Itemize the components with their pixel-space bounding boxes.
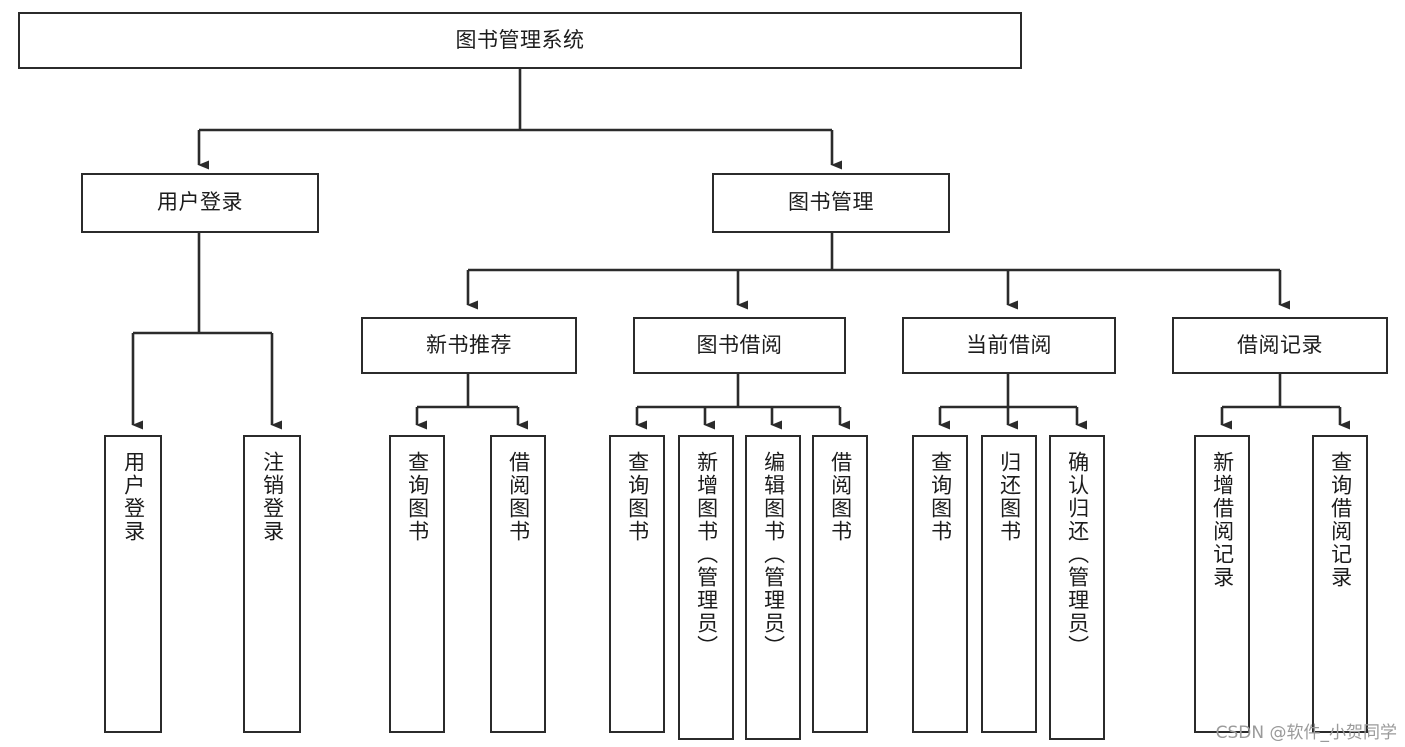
node-current-borrow[interactable]: 当前借阅 <box>902 317 1116 374</box>
node-leaf-borrow-record-0[interactable]: 新增借阅记录 <box>1194 435 1250 733</box>
node-label-leaf-book-borrow-3: 借阅图书 <box>828 451 853 543</box>
node-label-leaf-current-borrow-2: 确认归还（管理员） <box>1065 451 1090 658</box>
node-label-leaf-user-login-1: 注销登录 <box>260 451 285 543</box>
node-label-leaf-book-borrow-2: 编辑图书（管理员） <box>761 451 786 658</box>
node-leaf-new-book-rec-1[interactable]: 借阅图书 <box>490 435 546 733</box>
node-label-borrow-record: 借阅记录 <box>1237 332 1323 357</box>
node-label-book-manage: 图书管理 <box>788 190 874 215</box>
node-label-book-borrow: 图书借阅 <box>696 332 783 357</box>
node-leaf-user-login-1[interactable]: 注销登录 <box>243 435 301 733</box>
node-new-book-recommend[interactable]: 新书推荐 <box>361 317 577 374</box>
node-root-system[interactable]: 图书管理系统 <box>18 12 1022 69</box>
node-leaf-book-borrow-2[interactable]: 编辑图书（管理员） <box>745 435 801 740</box>
node-label-leaf-borrow-record-1: 查询借阅记录 <box>1328 451 1353 589</box>
node-book-borrow[interactable]: 图书借阅 <box>633 317 846 374</box>
node-leaf-current-borrow-0[interactable]: 查询图书 <box>912 435 968 733</box>
node-label-leaf-current-borrow-1: 归还图书 <box>997 451 1022 543</box>
node-label-current-borrow: 当前借阅 <box>966 332 1052 357</box>
node-label-user-login: 用户登录 <box>157 190 243 215</box>
node-label-root: 图书管理系统 <box>455 27 585 52</box>
node-label-leaf-current-borrow-0: 查询图书 <box>928 451 953 543</box>
node-label-leaf-new-book-rec-1: 借阅图书 <box>506 451 531 543</box>
node-borrow-record[interactable]: 借阅记录 <box>1172 317 1388 374</box>
node-label-leaf-new-book-rec-0: 查询图书 <box>405 451 430 543</box>
node-leaf-new-book-rec-0[interactable]: 查询图书 <box>389 435 445 733</box>
node-leaf-user-login-0[interactable]: 用户登录 <box>104 435 162 733</box>
node-book-manage[interactable]: 图书管理 <box>712 173 950 233</box>
node-label-leaf-borrow-record-0: 新增借阅记录 <box>1210 451 1235 589</box>
node-leaf-book-borrow-1[interactable]: 新增图书（管理员） <box>678 435 734 740</box>
csdn-watermark: CSDN @软件_小贺同学 <box>1215 723 1397 743</box>
node-label-new-book-recommend: 新书推荐 <box>426 332 512 357</box>
node-label-leaf-user-login-0: 用户登录 <box>121 451 146 543</box>
node-leaf-book-borrow-0[interactable]: 查询图书 <box>609 435 665 733</box>
node-label-leaf-book-borrow-0: 查询图书 <box>625 451 650 543</box>
node-user-login[interactable]: 用户登录 <box>81 173 319 233</box>
node-leaf-current-borrow-2[interactable]: 确认归还（管理员） <box>1049 435 1105 740</box>
node-leaf-borrow-record-1[interactable]: 查询借阅记录 <box>1312 435 1368 733</box>
node-leaf-book-borrow-3[interactable]: 借阅图书 <box>812 435 868 733</box>
node-leaf-current-borrow-1[interactable]: 归还图书 <box>981 435 1037 733</box>
node-label-leaf-book-borrow-1: 新增图书（管理员） <box>694 451 719 658</box>
